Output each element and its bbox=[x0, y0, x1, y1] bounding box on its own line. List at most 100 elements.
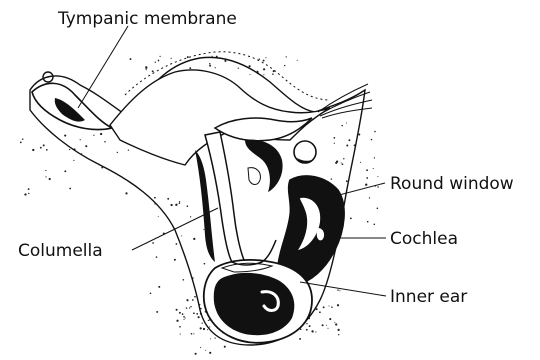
stipple-dot bbox=[284, 65, 285, 66]
stipple-dot bbox=[125, 192, 127, 194]
stipple-dot bbox=[28, 193, 29, 194]
stipple-dot bbox=[85, 145, 87, 147]
stipple-dot bbox=[117, 152, 118, 153]
stipple-dot bbox=[200, 327, 202, 329]
stipple-dot bbox=[145, 67, 147, 69]
stipple-dot bbox=[334, 143, 335, 144]
stipple-dot bbox=[337, 304, 339, 306]
stipple-dot bbox=[371, 139, 372, 140]
stipple-dot bbox=[182, 313, 184, 315]
stipple-dot bbox=[203, 229, 204, 230]
stipple-dot bbox=[374, 224, 376, 226]
stipple-dot bbox=[328, 305, 329, 306]
stipple-dot bbox=[374, 131, 376, 133]
stipple-dot bbox=[183, 279, 185, 281]
stipple-dot bbox=[196, 313, 198, 315]
stipple-dot bbox=[174, 259, 176, 261]
stipple-dot bbox=[104, 141, 106, 143]
stipple-dot bbox=[158, 60, 160, 62]
stipple-dot bbox=[73, 160, 74, 161]
stipple-dot bbox=[306, 329, 308, 331]
label-inner-ear: Inner ear bbox=[390, 287, 467, 307]
columella-shadow bbox=[195, 150, 215, 262]
label-tympanic-membrane: Tympanic membrane bbox=[57, 9, 237, 29]
stipple-dot bbox=[315, 331, 316, 332]
stipple-dot bbox=[207, 329, 208, 330]
stipple-dot bbox=[186, 299, 188, 301]
stipple-dot bbox=[263, 68, 265, 70]
stipple-dot bbox=[299, 338, 301, 340]
stipple-dot bbox=[152, 70, 154, 72]
stipple-dot bbox=[203, 328, 205, 330]
stipple-dot bbox=[263, 74, 264, 75]
stipple-dot bbox=[69, 188, 71, 190]
stipple-dot bbox=[150, 292, 152, 294]
stipple-dot bbox=[191, 333, 193, 335]
stipple-dot bbox=[155, 62, 156, 63]
stipple-dot bbox=[265, 57, 266, 58]
stipple-dot bbox=[337, 289, 338, 290]
label-columella: Columella bbox=[18, 241, 103, 261]
stipple-dot bbox=[335, 323, 337, 325]
stipple-dot bbox=[187, 56, 189, 58]
stipple-dot bbox=[179, 203, 181, 205]
stipple-dot bbox=[369, 197, 370, 198]
stipple-dot bbox=[238, 67, 239, 68]
stipple-dot bbox=[64, 135, 66, 137]
stipple-dot bbox=[343, 158, 344, 159]
stipple-dot bbox=[334, 322, 335, 323]
stipple-dot bbox=[259, 58, 260, 59]
stipple-dot bbox=[210, 338, 211, 339]
stipple-dot bbox=[209, 65, 211, 67]
stipple-dot bbox=[28, 188, 30, 190]
stipple-dot bbox=[209, 326, 210, 327]
stipple-dot bbox=[209, 352, 211, 354]
stipple-dot bbox=[193, 312, 195, 314]
stipple-dot bbox=[186, 307, 187, 308]
leader-inner-ear bbox=[300, 282, 386, 296]
stipple-dot bbox=[93, 135, 94, 136]
stipple-dot bbox=[250, 74, 251, 75]
stipple-dot bbox=[350, 218, 352, 220]
stipple-dot bbox=[193, 238, 195, 240]
stipple-dot bbox=[45, 176, 46, 177]
stipple-dot bbox=[22, 138, 24, 140]
stipple-dot bbox=[159, 56, 160, 57]
stipple-dot bbox=[306, 323, 307, 324]
stipple-dot bbox=[358, 134, 360, 136]
stipple-dot bbox=[195, 353, 197, 355]
stipple-dot bbox=[224, 346, 226, 348]
stipple-dot bbox=[128, 149, 129, 150]
stipple-dot bbox=[190, 306, 191, 307]
stipple-dot bbox=[331, 306, 333, 308]
stipple-dot bbox=[183, 319, 184, 320]
central-cavity-inner bbox=[248, 168, 260, 185]
stipple-dot bbox=[80, 139, 81, 140]
stipple-dot bbox=[322, 324, 324, 326]
stipple-dot bbox=[176, 320, 178, 322]
stipple-dot bbox=[175, 204, 177, 206]
stipple-dot bbox=[339, 290, 340, 291]
stipple-dot bbox=[43, 144, 45, 146]
stipple-dot bbox=[100, 133, 102, 135]
stipple-dot bbox=[204, 263, 206, 265]
stipple-dot bbox=[130, 58, 132, 60]
tympanic-membrane-shape bbox=[32, 83, 112, 129]
stipple-dot bbox=[366, 177, 368, 179]
stipple-dot bbox=[170, 204, 172, 206]
stipple-dot bbox=[337, 329, 339, 331]
stipple-dot bbox=[190, 216, 191, 217]
stipple-dot bbox=[341, 162, 342, 163]
stipple-dot bbox=[377, 208, 379, 210]
stipple-dot bbox=[326, 325, 327, 326]
stipple-dot bbox=[333, 137, 335, 139]
central-dark-cavity bbox=[245, 140, 283, 192]
stipple-dot bbox=[198, 316, 200, 318]
stipple-dot bbox=[341, 125, 343, 127]
stipple-dot bbox=[224, 60, 226, 62]
stipple-dot bbox=[189, 67, 191, 69]
label-round-window: Round window bbox=[390, 174, 514, 194]
stipple-dot bbox=[329, 318, 331, 320]
stipple-dot bbox=[336, 160, 338, 162]
